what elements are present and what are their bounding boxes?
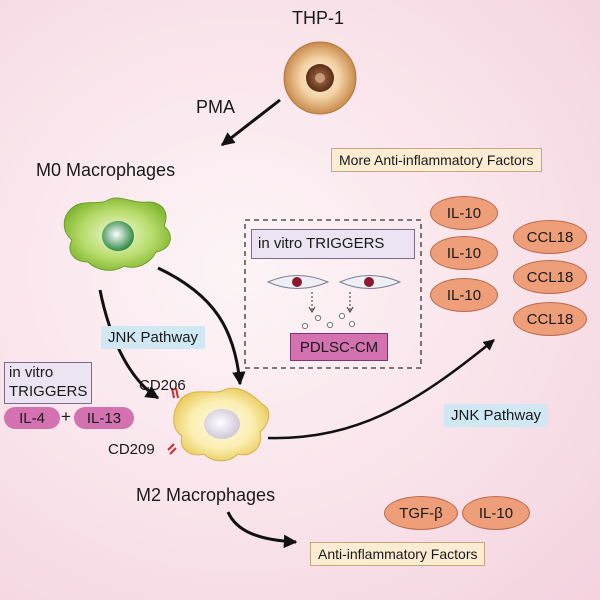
left-triggers-line1: in vitro	[9, 364, 54, 381]
more-factors-title: More Anti-inflammatory Factors	[331, 148, 542, 172]
il10-oval-2: IL-10	[430, 236, 498, 270]
m2-to-anti-arrow	[226, 511, 298, 549]
stem-cell-icon	[266, 275, 402, 289]
il10-oval-1: IL-10	[430, 196, 498, 230]
il4-pill: IL-4	[4, 407, 60, 429]
m0-macrophages-label: M0 Macrophages	[36, 160, 176, 180]
m0-to-m2-arrow-right	[157, 266, 246, 386]
anti-factors-title: Anti-inflammatory Factors	[310, 542, 486, 566]
cd209-label: CD209	[108, 441, 155, 458]
il10-oval-3: IL-10	[430, 278, 498, 312]
left-triggers-box: in vitro TRIGGERS	[4, 362, 92, 404]
m2-macrophages-label: M2 Macrophages	[136, 485, 276, 505]
center-triggers-box: in vitro TRIGGERS	[251, 229, 415, 259]
cd206-label: CD206	[139, 377, 186, 394]
plus-sign: +	[61, 407, 71, 426]
tgf-beta-oval: TGF-β	[384, 496, 458, 530]
thp1-cell-icon	[283, 41, 357, 115]
jnk-pathway-left: JNK Pathway	[101, 326, 206, 349]
m2-macrophage-icon	[167, 387, 270, 462]
ccl18-oval-1: CCL18	[513, 220, 587, 254]
pma-label: PMA	[196, 97, 236, 117]
thp1-label: THP-1	[292, 8, 345, 28]
m2-to-factors-arrow	[267, 339, 495, 440]
pma-arrow	[220, 98, 281, 147]
jnk-pathway-right: JNK Pathway	[444, 404, 549, 427]
ccl18-oval-3: CCL18	[513, 302, 587, 336]
il13-pill: IL-13	[74, 407, 134, 429]
il10-oval-bottom: IL-10	[462, 496, 530, 530]
pdlsc-cm-box: PDLSC-CM	[290, 333, 388, 361]
left-triggers-line2: TRIGGERS	[9, 383, 88, 400]
ccl18-oval-2: CCL18	[513, 260, 587, 294]
vesicle-icons	[301, 312, 356, 330]
m0-macrophage-icon	[63, 197, 171, 271]
m0-to-m2-arrow-left	[98, 289, 160, 400]
